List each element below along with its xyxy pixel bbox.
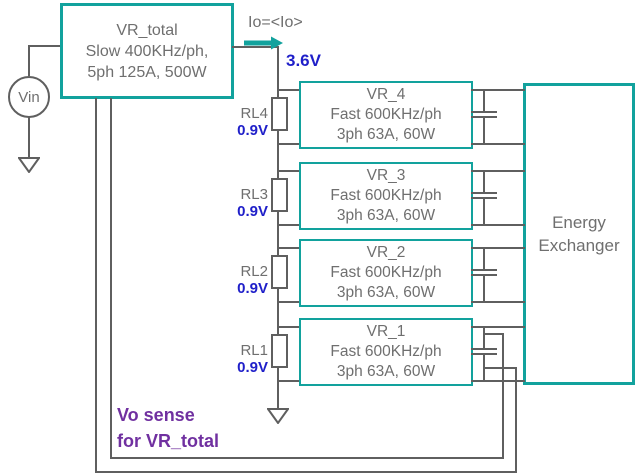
wire-vin-to-vrtotal — [28, 45, 62, 47]
load-resistor-label: RL1 — [240, 342, 268, 359]
load-resistor — [271, 334, 288, 368]
wire-vin-down — [28, 117, 30, 158]
vo-sense-note: Vo sense for VR_total — [117, 402, 219, 454]
output-capacitor-plate — [471, 116, 497, 118]
wire-vrtotal-output — [232, 46, 279, 48]
wire-sense-inner-right — [502, 333, 504, 459]
vr-total-spec2: 5ph 125A, 500W — [87, 63, 207, 81]
wire-sense-inner-left — [110, 98, 112, 459]
wire-unit-top-right — [471, 326, 525, 328]
output-capacitor — [483, 276, 485, 302]
ground-icon — [267, 408, 289, 424]
io-current-label: Io=<Io> — [248, 14, 303, 31]
output-capacitor-plate — [471, 269, 497, 271]
vr-unit-spec2: 3ph 63A, 60W — [336, 126, 436, 143]
vr-unit-name: VR_1 — [366, 323, 406, 340]
io-arrow-icon — [244, 36, 284, 50]
vr-unit-name: VR_3 — [366, 167, 406, 184]
wire-unit-top-right — [471, 89, 525, 91]
wire-unit-top-right — [471, 247, 525, 249]
wire-unit-bottom-right — [471, 380, 525, 382]
wire-unit-top-left — [277, 326, 301, 328]
vr-unit-block: VR_4 Fast 600KHz/ph 3ph 63A, 60W — [299, 81, 473, 149]
output-capacitor-plate — [471, 274, 497, 276]
wire-sense-outer-right — [515, 367, 517, 473]
load-drop-label: 0.9V — [237, 122, 268, 139]
load-resistor — [271, 178, 288, 212]
vr-total-name: VR_total — [116, 21, 178, 39]
output-capacitor — [483, 90, 485, 112]
output-capacitor-plate — [471, 111, 497, 113]
vr-unit-spec1: Fast 600KHz/ph — [330, 264, 442, 281]
output-capacitor-plate — [471, 353, 497, 355]
load-resistor-label: RL4 — [240, 105, 268, 122]
wire-unit-bottom-right — [471, 224, 525, 226]
wire-unit-top-left — [277, 170, 301, 172]
load-resistor-label: RL2 — [240, 263, 268, 280]
vo-sense-note-line1: Vo sense — [117, 405, 195, 425]
load-resistor — [271, 97, 288, 131]
vr-unit-spec1: Fast 600KHz/ph — [330, 106, 442, 123]
wire-unit-bottom-right — [471, 301, 525, 303]
vr-total-spec1: Slow 400KHz/ph, — [85, 42, 209, 60]
vin-source: Vin — [8, 76, 50, 118]
wire-sense-outer-left — [95, 98, 97, 473]
wire-sense-inner-tap — [484, 333, 504, 335]
vr-unit-block: VR_2 Fast 600KHz/ph 3ph 63A, 60W — [299, 239, 473, 307]
energy-exchanger-name-line1: Energy — [552, 213, 606, 232]
wire-unit-top-left — [277, 247, 301, 249]
vr-total-block: VR_total Slow 400KHz/ph, 5ph 125A, 500W — [60, 3, 234, 99]
wire-unit-bottom-left — [277, 301, 301, 303]
vr-unit-spec2: 3ph 63A, 60W — [336, 363, 436, 380]
wire-unit-bottom-right — [471, 143, 525, 145]
ground-icon — [18, 157, 40, 173]
wire-unit-top-left — [277, 89, 301, 91]
wire-main-rail — [277, 46, 279, 409]
output-capacitor — [483, 327, 485, 349]
output-capacitor — [483, 355, 485, 381]
vr-unit-name: VR_4 — [366, 86, 406, 103]
load-resistor-label: RL3 — [240, 186, 268, 203]
output-capacitor — [483, 171, 485, 193]
wire-sense-outer-tap — [484, 367, 517, 369]
wire-unit-top-right — [471, 170, 525, 172]
output-capacitor-plate — [471, 348, 497, 350]
load-drop-label: 0.9V — [237, 280, 268, 297]
vo-sense-note-line2: for VR_total — [117, 431, 220, 451]
output-capacitor — [483, 248, 485, 270]
wire-sense-outer-bottom — [95, 471, 517, 473]
wire-unit-bottom-left — [277, 224, 301, 226]
vin-label: Vin — [18, 88, 40, 106]
energy-exchanger-block: Energy Exchanger — [523, 83, 635, 385]
vr-unit-spec2: 3ph 63A, 60W — [336, 284, 436, 301]
wire-sense-inner-bottom — [110, 457, 504, 459]
wire-vin-up — [28, 45, 30, 76]
vr-unit-block: VR_3 Fast 600KHz/ph 3ph 63A, 60W — [299, 162, 473, 230]
wire-unit-bottom-left — [277, 143, 301, 145]
vr-unit-spec2: 3ph 63A, 60W — [336, 207, 436, 224]
load-drop-label: 0.9V — [237, 359, 268, 376]
vr-unit-name: VR_2 — [366, 244, 406, 261]
output-capacitor — [483, 118, 485, 144]
energy-exchanger-name-line2: Exchanger — [538, 236, 620, 255]
vr-unit-spec1: Fast 600KHz/ph — [330, 187, 442, 204]
output-capacitor-plate — [471, 192, 497, 194]
load-resistor — [271, 255, 288, 289]
bus-voltage-label: 3.6V — [286, 51, 321, 70]
output-capacitor — [483, 199, 485, 225]
load-drop-label: 0.9V — [237, 203, 268, 220]
vr-unit-spec1: Fast 600KHz/ph — [330, 343, 442, 360]
output-capacitor-plate — [471, 197, 497, 199]
vr-unit-block: VR_1 Fast 600KHz/ph 3ph 63A, 60W — [299, 318, 473, 386]
wire-unit-bottom-left — [277, 380, 301, 382]
